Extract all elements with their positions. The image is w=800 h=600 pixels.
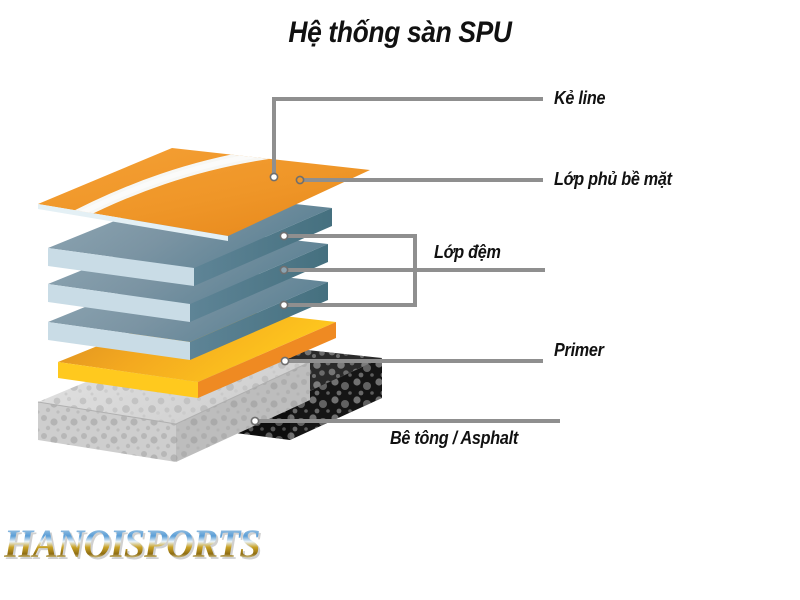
label-surface-coat: Lớp phủ bề mặt — [554, 169, 672, 189]
label-primer: Primer — [554, 340, 604, 360]
dot-primer — [280, 356, 290, 366]
watermark-hanoisports: HANOISPORTS — [4, 521, 261, 566]
label-line-marking: Kẻ line — [554, 88, 606, 108]
dot-base — [250, 416, 260, 426]
leader-line-marking — [272, 97, 543, 177]
leader-lines — [255, 97, 560, 423]
concrete-front-texture — [38, 402, 176, 462]
cushion2-right-face — [190, 244, 328, 322]
concrete-right-texture — [176, 362, 310, 462]
page-title: Hệ thống sàn SPU — [288, 16, 512, 49]
dot-cushion-1 — [279, 231, 289, 241]
primer-right-face — [198, 322, 336, 398]
dot-line-marking — [269, 172, 279, 182]
layer-surface-coat — [38, 148, 370, 241]
surface-coat-front-edge — [38, 204, 228, 241]
dot-cushion-2 — [279, 265, 289, 275]
dot-surface-coat — [295, 175, 305, 185]
cushion3-front-face — [48, 322, 190, 360]
callout-dots — [250, 172, 305, 426]
dot-cushion-3 — [279, 300, 289, 310]
cushion2-front-face — [48, 284, 190, 322]
surface-coat-top-face — [38, 148, 370, 236]
label-base: Bê tông / Asphalt — [390, 428, 519, 448]
cushion3-right-face — [190, 282, 328, 360]
label-cushion: Lớp đệm — [434, 242, 501, 262]
primer-front-face — [58, 362, 198, 398]
cushion1-right-face — [194, 208, 332, 286]
concrete-top-outline — [37, 361, 311, 425]
watermark-shadow: HANOISPORTS — [6, 522, 263, 569]
cushion1-front-face — [48, 248, 194, 286]
